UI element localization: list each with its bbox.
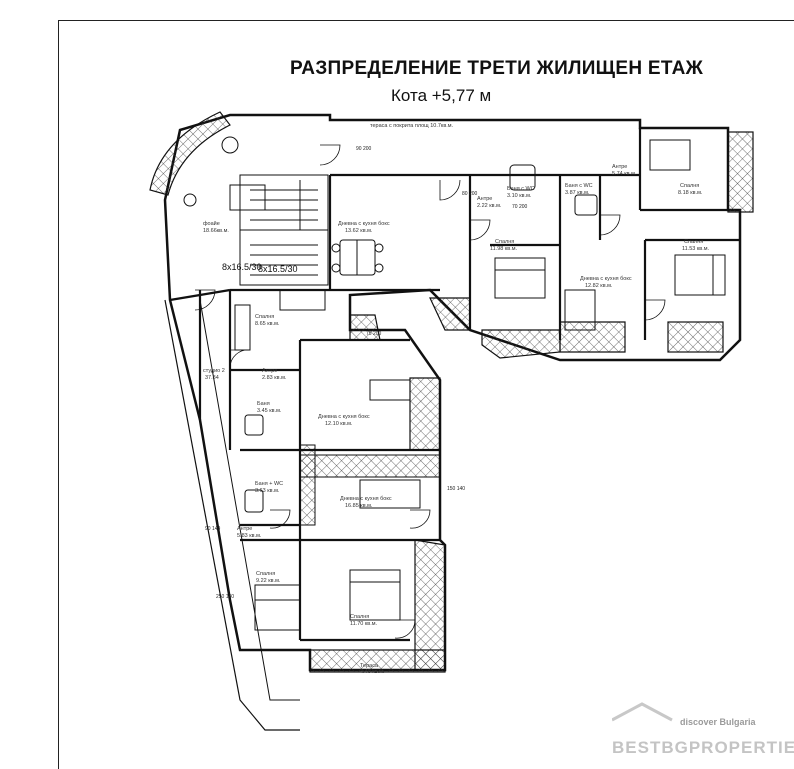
door-swings (194, 144, 666, 639)
room-area: 2.83 кв.м. (262, 375, 287, 381)
room-area: 18.66кв.м. (203, 228, 229, 234)
room-area: 11.70 кв.м. (350, 621, 378, 627)
room-label: Антре (262, 368, 277, 374)
level-elevation: Кота +5,77 м (391, 86, 492, 105)
watermark-tagline: discover Bulgaria (680, 717, 756, 727)
room-label: Спалня (680, 183, 699, 189)
terrace-rounded (149, 111, 231, 196)
room-label: Антре (612, 164, 627, 170)
room-area: 11.98 кв.м. (490, 246, 518, 252)
room-area: 3.10 кв.м. (507, 193, 532, 199)
terrace-right-mid (667, 321, 724, 353)
room-area: 8.65 кв.м. (255, 321, 280, 327)
angled-facade-line (164, 299, 300, 731)
watermark-logo-icon (612, 702, 673, 722)
room-area: 13.62 кв.м. (345, 228, 373, 234)
furniture (183, 136, 726, 631)
door-dim: 90 140 (205, 526, 221, 532)
room-label: Спалня (255, 314, 274, 320)
room-label: Дневна с кухня бокс (580, 276, 632, 282)
room-area: 3.63 кв.м. (255, 488, 280, 494)
room-label: тераса с покрита площ 10.7кв.м. (370, 123, 454, 129)
room-area: 8.18 кв.м. (678, 190, 703, 196)
room-label: Баня с WC (565, 183, 593, 189)
terrace-mid-2 (409, 377, 441, 451)
room-label: Спалня (350, 614, 369, 620)
room-area: 12.10 кв.м. (325, 421, 353, 427)
door-dim: 75 200 (366, 331, 382, 337)
drawing-frame (58, 20, 794, 769)
room-area: 4.40 кв.м. (360, 669, 385, 675)
terrace-bay-3 (559, 321, 626, 353)
room-label: Спалня (684, 239, 703, 245)
room-area: 2.22 кв.м. (477, 203, 502, 209)
kitchen-counter-2 (299, 444, 316, 526)
room-label: фоайе (203, 220, 220, 227)
room-label: Баня + WC (255, 481, 283, 487)
room-area: 9.22 кв.м. (256, 578, 281, 584)
kitchen-counter-1 (299, 454, 441, 478)
room-label: Антре (237, 526, 252, 532)
terrace-bay-1 (429, 297, 471, 331)
door-dim: 150 140 (447, 486, 465, 492)
room-area: 37.84 (205, 375, 219, 381)
terrace-bay-2 (481, 329, 561, 359)
room-label: студио 2 (203, 368, 225, 374)
room-area: 5.83 кв.м. (237, 533, 262, 539)
terrace-right-top (727, 131, 754, 213)
room-label: Спалня (256, 571, 275, 577)
door-dim: 70 200 (512, 204, 528, 210)
door-dim: 80 200 (462, 191, 478, 197)
room-label: Баня (257, 401, 270, 407)
interior-walls (169, 128, 740, 642)
angled-facade-line-2 (199, 299, 300, 701)
room-label: Спалня (495, 239, 514, 245)
room-label: Дневна с кухня бокс (318, 414, 370, 420)
room-area: 16.85 кв.м. (345, 503, 373, 509)
building-outline (163, 113, 742, 672)
room-area: 3.45 кв.м. (257, 408, 282, 414)
door-dim: 90 200 (356, 146, 372, 152)
room-label: Дневна с кухня бокс (338, 221, 390, 227)
room-area: 5.74 кв.м. (612, 171, 637, 177)
room-area: 11.53 кв.м. (682, 246, 710, 252)
terrace-bottom (309, 649, 446, 673)
room-label: Баня с WC (507, 186, 535, 192)
room-label: Тераса (360, 663, 379, 669)
stair-label-2: 8x16.5/30 (258, 264, 298, 274)
watermark-brand: BESTBGPROPERTIES (612, 738, 794, 757)
room-label: Антре (477, 196, 492, 202)
room-area: 3.87 кв.м. (565, 190, 590, 196)
room-label: Дневна с кухня бокс (340, 496, 392, 502)
drawing-title: РАЗПРЕДЕЛЕНИЕ ТРЕТИ ЖИЛИЩЕН ЕТАЖ (290, 58, 704, 79)
stair-label-1: 8x16.5/30 (222, 262, 262, 272)
room-area: 12.82 кв.м. (585, 283, 613, 289)
door-dim: 250 140 (216, 594, 234, 600)
